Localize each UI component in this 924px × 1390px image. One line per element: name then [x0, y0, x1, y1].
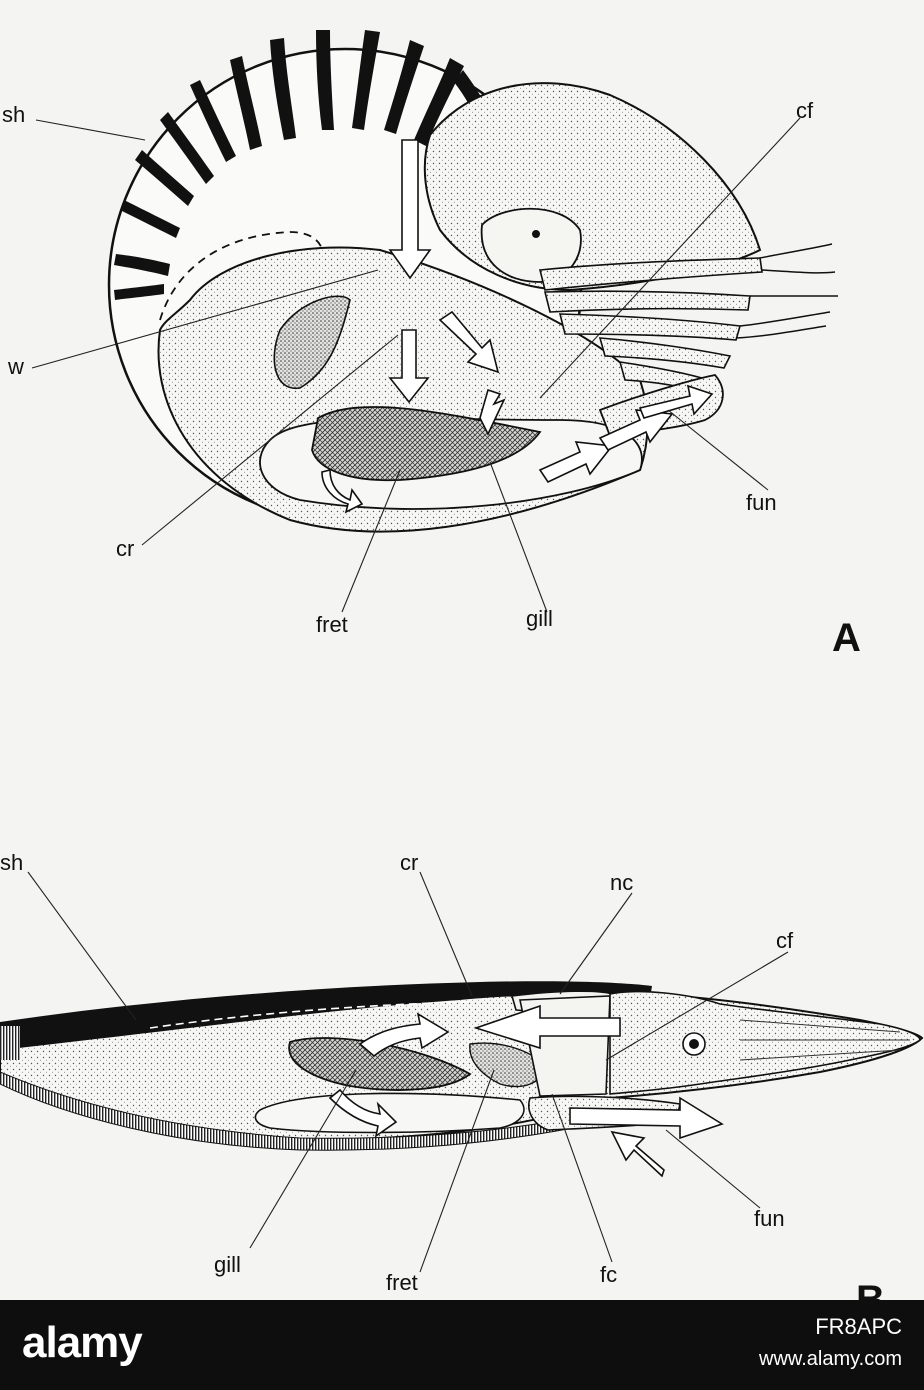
label-a-cf: cf — [796, 98, 814, 123]
scientific-illustration: sh w cf cr fret gill fun A sh cr nc cf g… — [0, 0, 924, 1300]
site-url: www.alamy.com — [759, 1348, 902, 1370]
eye — [480, 207, 582, 283]
label-a-w: w — [8, 354, 24, 379]
gill — [288, 1037, 472, 1091]
watermark-footer: alamy FR8APC www.alamy.com — [0, 1300, 924, 1390]
label-b-cr: cr — [400, 850, 419, 875]
label-b-nc: nc — [610, 870, 634, 895]
label-a-fun: fun — [746, 490, 777, 515]
label-b-fret: fret — [386, 1270, 418, 1295]
shell — [0, 981, 652, 1050]
squid-head — [609, 990, 921, 1095]
panel-letter-a: A — [832, 616, 861, 660]
image-code: FR8APC — [815, 1314, 902, 1339]
flow-arrows — [328, 1004, 724, 1178]
flow-arrows — [321, 139, 714, 514]
label-b-fun: fun — [754, 1206, 785, 1231]
label-b-fc: fc — [600, 1262, 618, 1287]
label-b-gill: gill — [214, 1252, 241, 1277]
label-a-gill: gill — [526, 606, 553, 631]
label-a-sh: sh — [2, 102, 26, 127]
panel-letter-b: B — [856, 1280, 885, 1300]
label-b-sh: sh — [0, 850, 24, 875]
anatomy-drawings — [0, 30, 924, 1273]
label-a-cr: cr — [116, 536, 135, 561]
nautilus-drawing — [31, 30, 838, 613]
squid-drawing — [0, 871, 924, 1273]
label-b-cf: cf — [776, 928, 794, 953]
label-a-fret: fret — [316, 612, 348, 637]
alamy-logo: alamy — [22, 1318, 143, 1367]
